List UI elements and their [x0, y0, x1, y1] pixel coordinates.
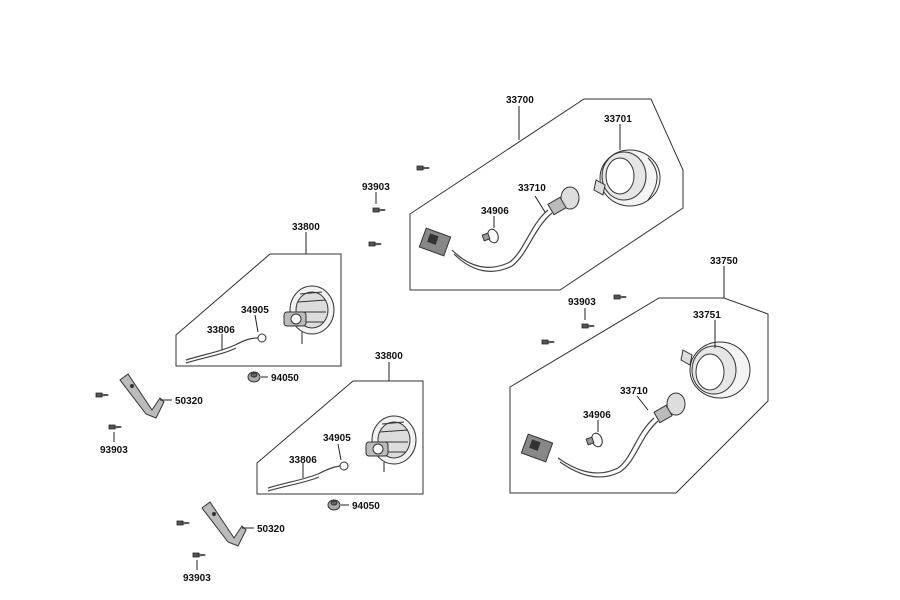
label-34905-b: 34905 — [323, 433, 351, 444]
label-33701: 33701 — [604, 114, 632, 125]
bracket-icon — [201, 501, 247, 547]
bulb-socket-harness-icon — [418, 186, 580, 272]
group-33750: 33750 33751 33710 34906 — [509, 256, 769, 494]
screw-icon — [108, 424, 122, 430]
group-33800-lower-frame — [256, 380, 424, 495]
bulb-icon — [481, 228, 499, 244]
turn-signal-lens-icon — [593, 149, 661, 207]
screw-icon — [176, 520, 190, 526]
turn-signal-unit-icon — [283, 285, 335, 344]
group-33800-upper-frame — [175, 253, 342, 367]
label-93903-a: 93903 — [362, 182, 390, 193]
label-34906-b: 34906 — [583, 410, 611, 421]
grommet-icon — [327, 499, 341, 511]
screw-icon — [95, 392, 109, 398]
label-33700: 33700 — [506, 95, 534, 106]
label-94050-b: 94050 — [352, 501, 380, 512]
grommet-icon — [247, 371, 261, 383]
screw-icon — [416, 165, 430, 171]
label-33710-a: 33710 — [518, 183, 546, 194]
label-50320-a: 50320 — [175, 396, 203, 407]
group-33700-frame — [409, 98, 684, 291]
screw-icon — [368, 241, 382, 247]
label-34905-a: 34905 — [241, 305, 269, 316]
screw-icon — [613, 294, 627, 300]
bulb-icon — [585, 432, 603, 448]
screw-icon — [581, 323, 595, 329]
label-34906-a: 34906 — [481, 206, 509, 217]
screw-icon — [541, 339, 555, 345]
bulb-socket-harness-icon — [520, 392, 686, 478]
label-33800-a: 33800 — [292, 222, 320, 233]
group-33800-lower: 33800 34905 33806 — [256, 351, 424, 495]
label-33710-b: 33710 — [620, 386, 648, 397]
screw-icon — [192, 552, 206, 558]
wire-harness-icon — [267, 461, 349, 492]
label-93903-d: 93903 — [183, 573, 211, 584]
label-33806-a: 33806 — [207, 325, 235, 336]
turn-signal-unit-icon — [365, 415, 417, 472]
screw-icon — [372, 207, 386, 213]
label-33751: 33751 — [693, 310, 721, 321]
bracket-icon — [119, 373, 165, 419]
label-93903-b: 93903 — [100, 445, 128, 456]
label-93903-c: 93903 — [568, 297, 596, 308]
group-33700: 33700 33701 33710 34906 — [409, 95, 684, 291]
label-33750: 33750 — [710, 256, 738, 267]
turn-signal-lens-icon — [680, 341, 751, 399]
label-50320-b: 50320 — [257, 524, 285, 535]
wire-harness-icon — [185, 333, 267, 364]
label-33800-b: 33800 — [375, 351, 403, 362]
label-94050-a: 94050 — [271, 373, 299, 384]
label-33806-b: 33806 — [289, 455, 317, 466]
group-33800-upper: 33800 34905 33806 — [175, 222, 342, 367]
